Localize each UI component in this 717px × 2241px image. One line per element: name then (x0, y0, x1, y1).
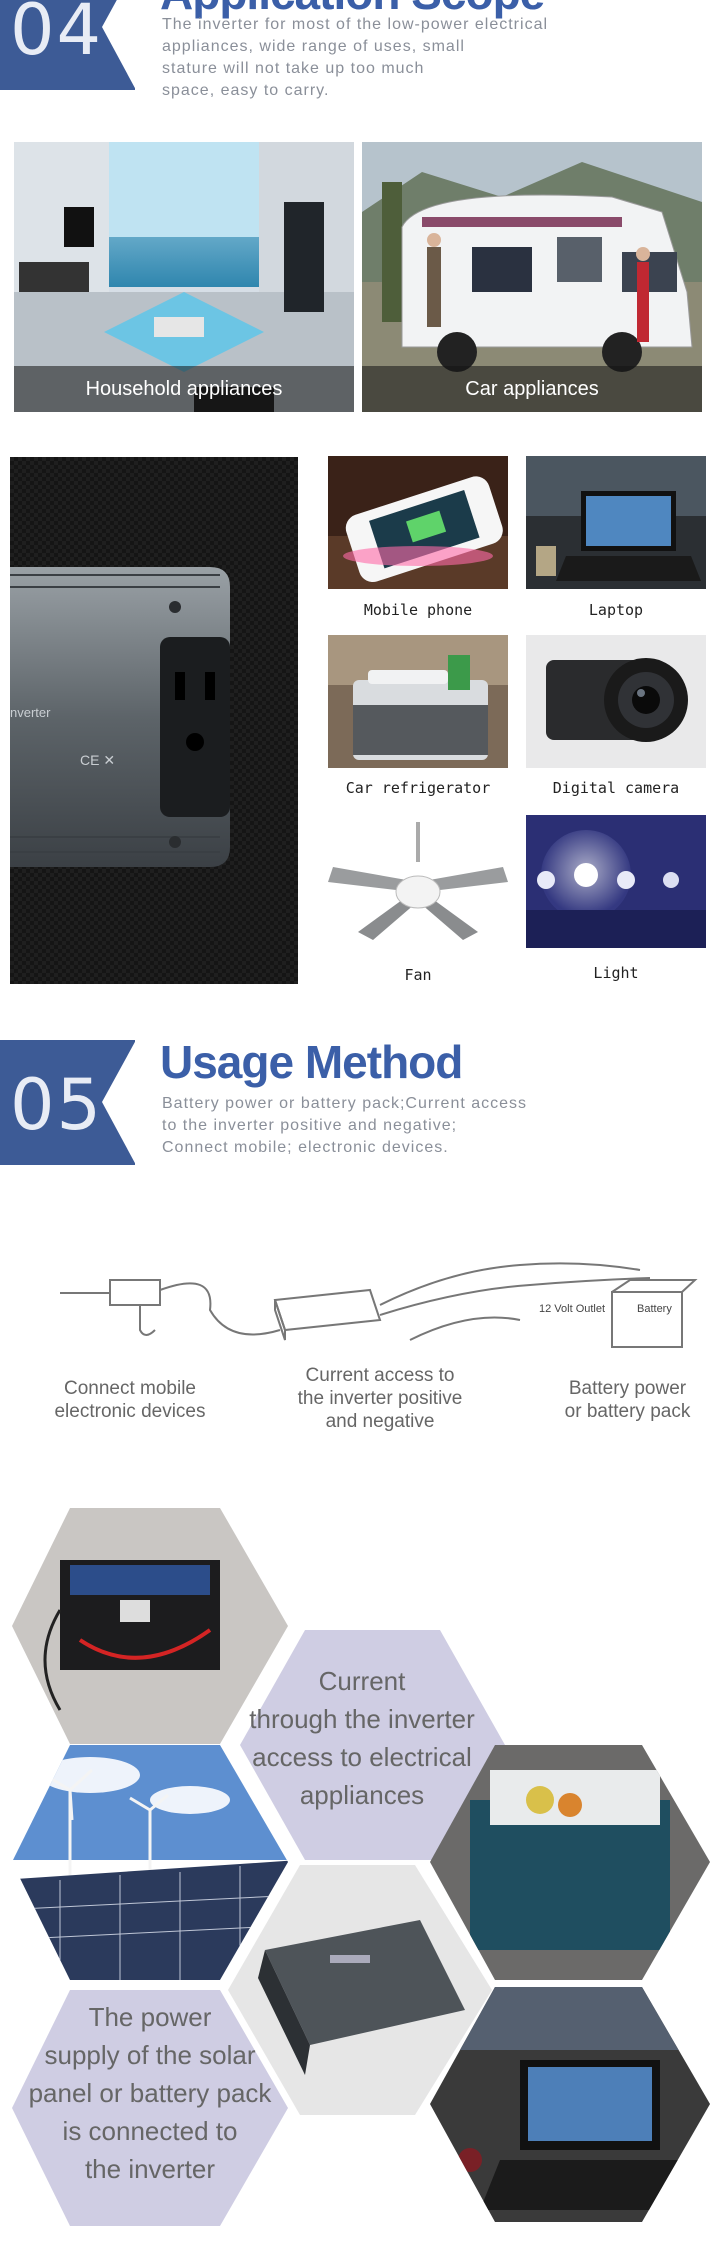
section-number: 04 (10, 0, 104, 71)
current-hex (240, 1630, 505, 1860)
device-label: Light (593, 964, 639, 982)
section-description: Battery power or battery pack;Current ac… (162, 1095, 528, 1156)
device-light (526, 815, 706, 948)
hex-collage: Current through the inverter access to e… (12, 1508, 710, 2226)
mobile-phone-icon (328, 456, 508, 589)
laptop-icon (526, 456, 706, 589)
section-title: Application Scope (160, 0, 545, 20)
hex-current-line3: access to electrical (252, 1742, 472, 1772)
hex-current-line4: appliances (300, 1780, 424, 1810)
banner-caption: Car appliances (362, 366, 702, 412)
section-number: 05 (10, 1064, 104, 1146)
ce-mark: CE ✕ (80, 752, 115, 768)
hex-current-line1: Current (319, 1666, 406, 1696)
solar-text-hex (12, 1990, 288, 2226)
section-description: The inverter for most of the low-power e… (162, 16, 549, 99)
inverter-closeup: nverter CE ✕ (10, 457, 298, 984)
device-mobile-phone (328, 456, 508, 589)
light-bulbs-icon (526, 815, 706, 948)
device-digital-camera (526, 635, 706, 768)
badge-slash (102, 1040, 136, 1165)
usage-diagram: 12 Volt Outlet Battery (60, 1262, 698, 1348)
device-label: Digital camera (552, 779, 680, 797)
hex-solar-line2: supply of the solar (44, 2040, 255, 2070)
hex-solar-line5: the inverter (85, 2154, 215, 2184)
outlet-label: 12 Volt Outlet (539, 1303, 605, 1315)
device-label: Laptop (588, 601, 644, 619)
battery-hex (12, 1508, 288, 1744)
banner-caption: Household appliances (14, 366, 354, 412)
device-label: Mobile phone (363, 601, 473, 619)
hex-current-line2: through the inverter (249, 1704, 475, 1734)
section-number-badge: 05 (0, 1040, 136, 1165)
device-label: Fan (404, 966, 432, 984)
inverter-brand-text: nverter (10, 705, 51, 720)
device-laptop (526, 456, 706, 589)
section-number-badge: 04 (0, 0, 136, 90)
car-banner: Car appliances (362, 142, 702, 412)
cooler-hex (430, 1745, 710, 1980)
fan-icon (328, 822, 508, 955)
step-battery-power: Battery power or battery pack (564, 1378, 691, 1422)
hex-solar-line3: panel or battery pack (29, 2078, 273, 2108)
battery-label: Battery (637, 1303, 672, 1315)
device-car-refrigerator (328, 635, 508, 768)
hex-solar-line4: is connected to (63, 2116, 238, 2146)
section-title: Usage Method (160, 1036, 463, 1088)
household-banner: Household appliances (14, 142, 354, 412)
digital-camera-icon (526, 635, 706, 768)
step-current-access: Current access to the inverter positive … (297, 1365, 463, 1432)
inverter-photo: nverter CE ✕ (10, 457, 298, 984)
device-label: Car refrigerator (345, 779, 491, 797)
hex-solar-line1: The power (89, 2002, 212, 2032)
car-refrigerator-icon (328, 635, 508, 768)
badge-slash (102, 0, 136, 90)
device-fan (328, 822, 508, 955)
step-connect-devices: Connect mobile electronic devices (54, 1378, 206, 1422)
